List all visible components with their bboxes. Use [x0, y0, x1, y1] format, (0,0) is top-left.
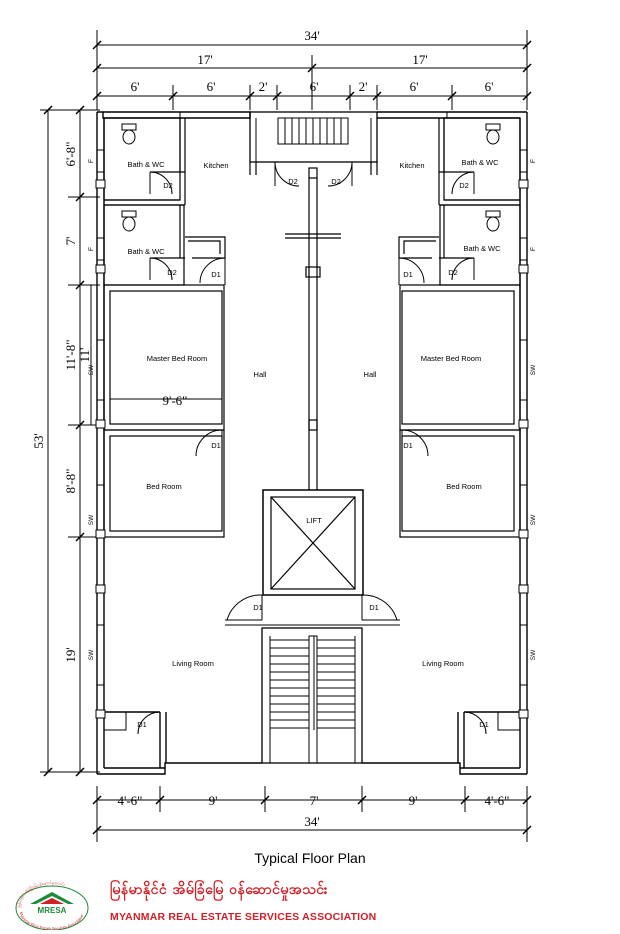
top-staircase: [249, 111, 378, 163]
label-bath-wc-right-2: Bath & WC: [463, 244, 501, 253]
dim-top-seg-5: 2': [359, 79, 368, 94]
opening-sw-r1: SW: [530, 364, 537, 375]
dim-left-total: 53': [31, 433, 46, 448]
dim-top-seg-6: 6': [410, 79, 419, 94]
logo-text: MRESA: [38, 906, 67, 915]
label-hall-left: Hall: [254, 370, 267, 379]
left-windows: [95, 149, 106, 719]
label-lift: LIFT: [306, 516, 322, 525]
dim-left-seg-3: 11'-8": [63, 340, 78, 371]
dim-top-seg-1: 6': [131, 79, 140, 94]
door-label-d1-r1: D1: [403, 270, 413, 279]
dim-slashes-left: [43, 105, 85, 777]
left-unit-walls: [103, 117, 257, 538]
dim-left-inner: 11': [77, 348, 92, 363]
bottom-staircase: [261, 627, 363, 764]
dim-top-seg-2: 6': [207, 79, 216, 94]
opening-sw-r3: SW: [530, 649, 537, 660]
dim-top-half-left: 17': [197, 52, 212, 67]
right-doors: [327, 161, 521, 740]
left-doors: [103, 161, 300, 740]
dim-top-seg-3: 2': [259, 79, 268, 94]
right-toilets: [485, 123, 501, 232]
dim-ticks-left: [40, 109, 100, 773]
opening-sw-l2: SW: [88, 514, 95, 525]
dim-left-seg-5: 19': [63, 647, 78, 662]
door-label-d2-l1: D2: [163, 181, 173, 190]
dim-slashes-top: [92, 40, 532, 101]
door-label-d2-r1: D2: [459, 181, 469, 190]
opening-sw-l1: SW: [88, 364, 95, 375]
dim-bottom-total: 34': [304, 814, 319, 829]
label-bath-wc-right-1: Bath & WC: [461, 158, 499, 167]
opening-f-l2: F: [88, 247, 95, 251]
label-living-room-right: Living Room: [422, 659, 464, 668]
label-bath-wc-left-2: Bath & WC: [127, 247, 165, 256]
label-master-bed-right: Master Bed Room: [421, 354, 481, 363]
floor-plan-drawing: 34' 17' 17' 6' 6' 2' 6' 2' 6' 6' 53' 6'-…: [31, 28, 537, 842]
opening-sw-r2: SW: [530, 514, 537, 525]
outer-walls: [96, 111, 528, 775]
label-master-bed-left: Master Bed Room: [147, 354, 207, 363]
door-label-d1-l2: D1: [211, 441, 221, 450]
opening-sw-l3: SW: [88, 649, 95, 660]
mresa-logo: မြန်မာနိုင်ငံအိမ်ခြံမြေဝန်ဆောင်မှုအသင်း …: [15, 880, 89, 930]
right-unit-walls: [370, 117, 521, 538]
plan-title: Typical Floor Plan: [254, 850, 366, 866]
label-kitchen-right: Kitchen: [399, 161, 424, 170]
door-label-d2-c2: D2: [331, 177, 341, 186]
right-windows: [518, 149, 529, 719]
door-label-d1-l1: D1: [211, 270, 221, 279]
dim-bottom-seg-2: 9': [209, 793, 218, 808]
dim-bottom-seg-3: 7': [310, 793, 319, 808]
door-label-d1-lift-left: D1: [253, 603, 263, 612]
dim-bottom-seg-4: 9': [409, 793, 418, 808]
left-toilets: [121, 123, 137, 232]
door-label-d1-r2: D1: [403, 441, 413, 450]
door-label-d2-c1: D2: [288, 177, 298, 186]
dim-bed-width: 9'-6": [163, 393, 188, 408]
dim-top-seg-4: 6': [310, 79, 319, 94]
landing-doors: [225, 594, 400, 626]
door-label-d2-r2: D2: [448, 268, 458, 277]
org-name-myanmar: မြန်မာနိုင်ငံ အိမ်ခြံမြေ ဝန်ဆောင်မှုအသင်…: [110, 882, 329, 898]
dim-left-seg-1: 6'-8": [63, 142, 78, 167]
door-label-d1-r3: D1: [479, 720, 489, 729]
door-label-d2-l2: D2: [167, 268, 177, 277]
door-label-d1-l3: D1: [137, 720, 147, 729]
label-living-room-left: Living Room: [172, 659, 214, 668]
door-label-d1-lift-right: D1: [369, 603, 379, 612]
opening-f-l1: F: [88, 159, 95, 163]
top-window-strips: [179, 111, 448, 119]
label-hall-right: Hall: [364, 370, 377, 379]
org-name-english: MYANMAR REAL ESTATE SERVICES ASSOCIATION: [110, 911, 377, 923]
dim-top-half-right: 17': [412, 52, 427, 67]
lift-shaft: [262, 489, 364, 596]
label-bath-wc-left-1: Bath & WC: [127, 160, 165, 169]
dim-bottom-seg-5: 4'-6": [485, 793, 510, 808]
opening-f-r2: F: [530, 247, 537, 251]
label-kitchen-left: Kitchen: [203, 161, 228, 170]
label-bed-room-right: Bed Room: [446, 482, 481, 491]
dim-slashes-bottom: [92, 795, 532, 835]
label-bed-room-left: Bed Room: [146, 482, 181, 491]
dim-left-seg-4: 8'-8": [63, 469, 78, 494]
opening-f-r1: F: [530, 159, 537, 163]
dim-bottom-seg-1: 4'-6": [118, 793, 143, 808]
dim-top-seg-7: 6': [485, 79, 494, 94]
dim-top-total: 34': [304, 28, 319, 43]
corridor-walls: [285, 167, 341, 490]
dim-left-seg-2: 7': [63, 237, 78, 246]
